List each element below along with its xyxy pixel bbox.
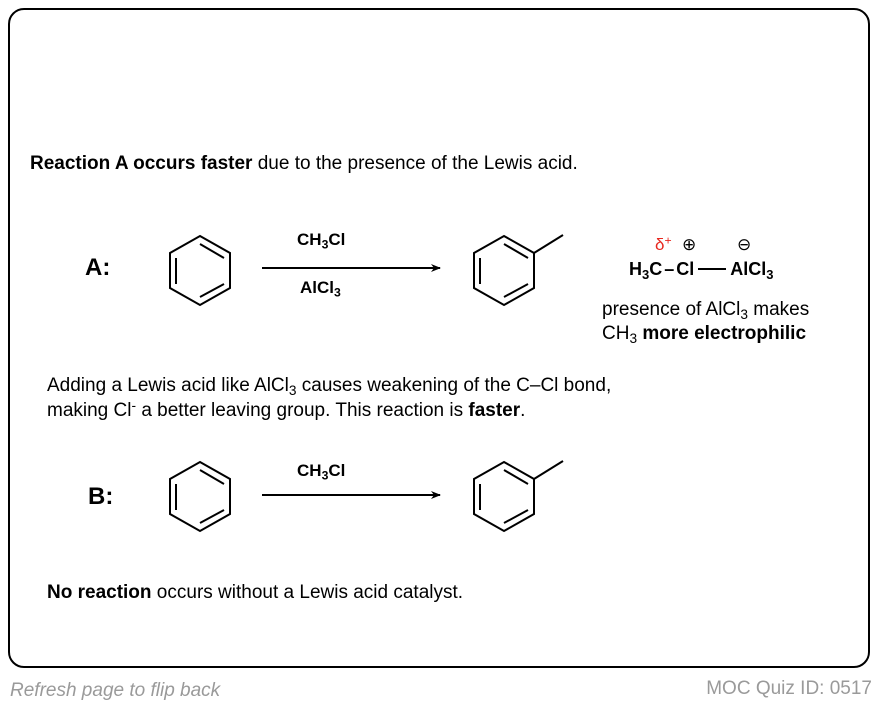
- quiz-card: [8, 8, 870, 668]
- reaction-b-reagent-top: CH3Cl: [297, 461, 346, 483]
- quiz-id: MOC Quiz ID: 0517: [706, 678, 872, 699]
- delta-plus-label: δ+: [655, 233, 672, 254]
- negative-charge-icon: ⊖: [737, 235, 752, 254]
- refresh-hint[interactable]: Refresh page to flip back: [10, 680, 221, 701]
- conclusion-sentence: No reaction occurs without a Lewis acid …: [47, 582, 464, 603]
- toluene-b: [473, 460, 564, 533]
- explanation-line1: Adding a Lewis acid like AlCl3 causes we…: [47, 375, 612, 399]
- reaction-b-label: B:: [88, 483, 114, 510]
- reaction-a-label: A:: [85, 254, 111, 281]
- benzene-a: [169, 234, 231, 307]
- intro-bold: Reaction A occurs faster: [30, 153, 253, 174]
- toluene-a: [473, 234, 564, 307]
- reaction-a-reagent-bottom: AlCl3: [300, 278, 341, 300]
- positive-charge-icon: ⊕: [682, 235, 697, 254]
- complex-note-line1: presence of AlCl3 makes: [602, 299, 810, 323]
- explanation-line2: making Cl- a better leaving group. This …: [47, 397, 526, 421]
- intro-sentence: Reaction A occurs faster due to the pres…: [30, 152, 578, 176]
- reaction-a-reagent-top: CH3Cl: [297, 230, 346, 252]
- benzene-b: [169, 460, 231, 533]
- intro-rest: due to the presence of the Lewis acid.: [252, 153, 578, 174]
- complex-note-line2: CH3 more electrophilic: [602, 323, 807, 347]
